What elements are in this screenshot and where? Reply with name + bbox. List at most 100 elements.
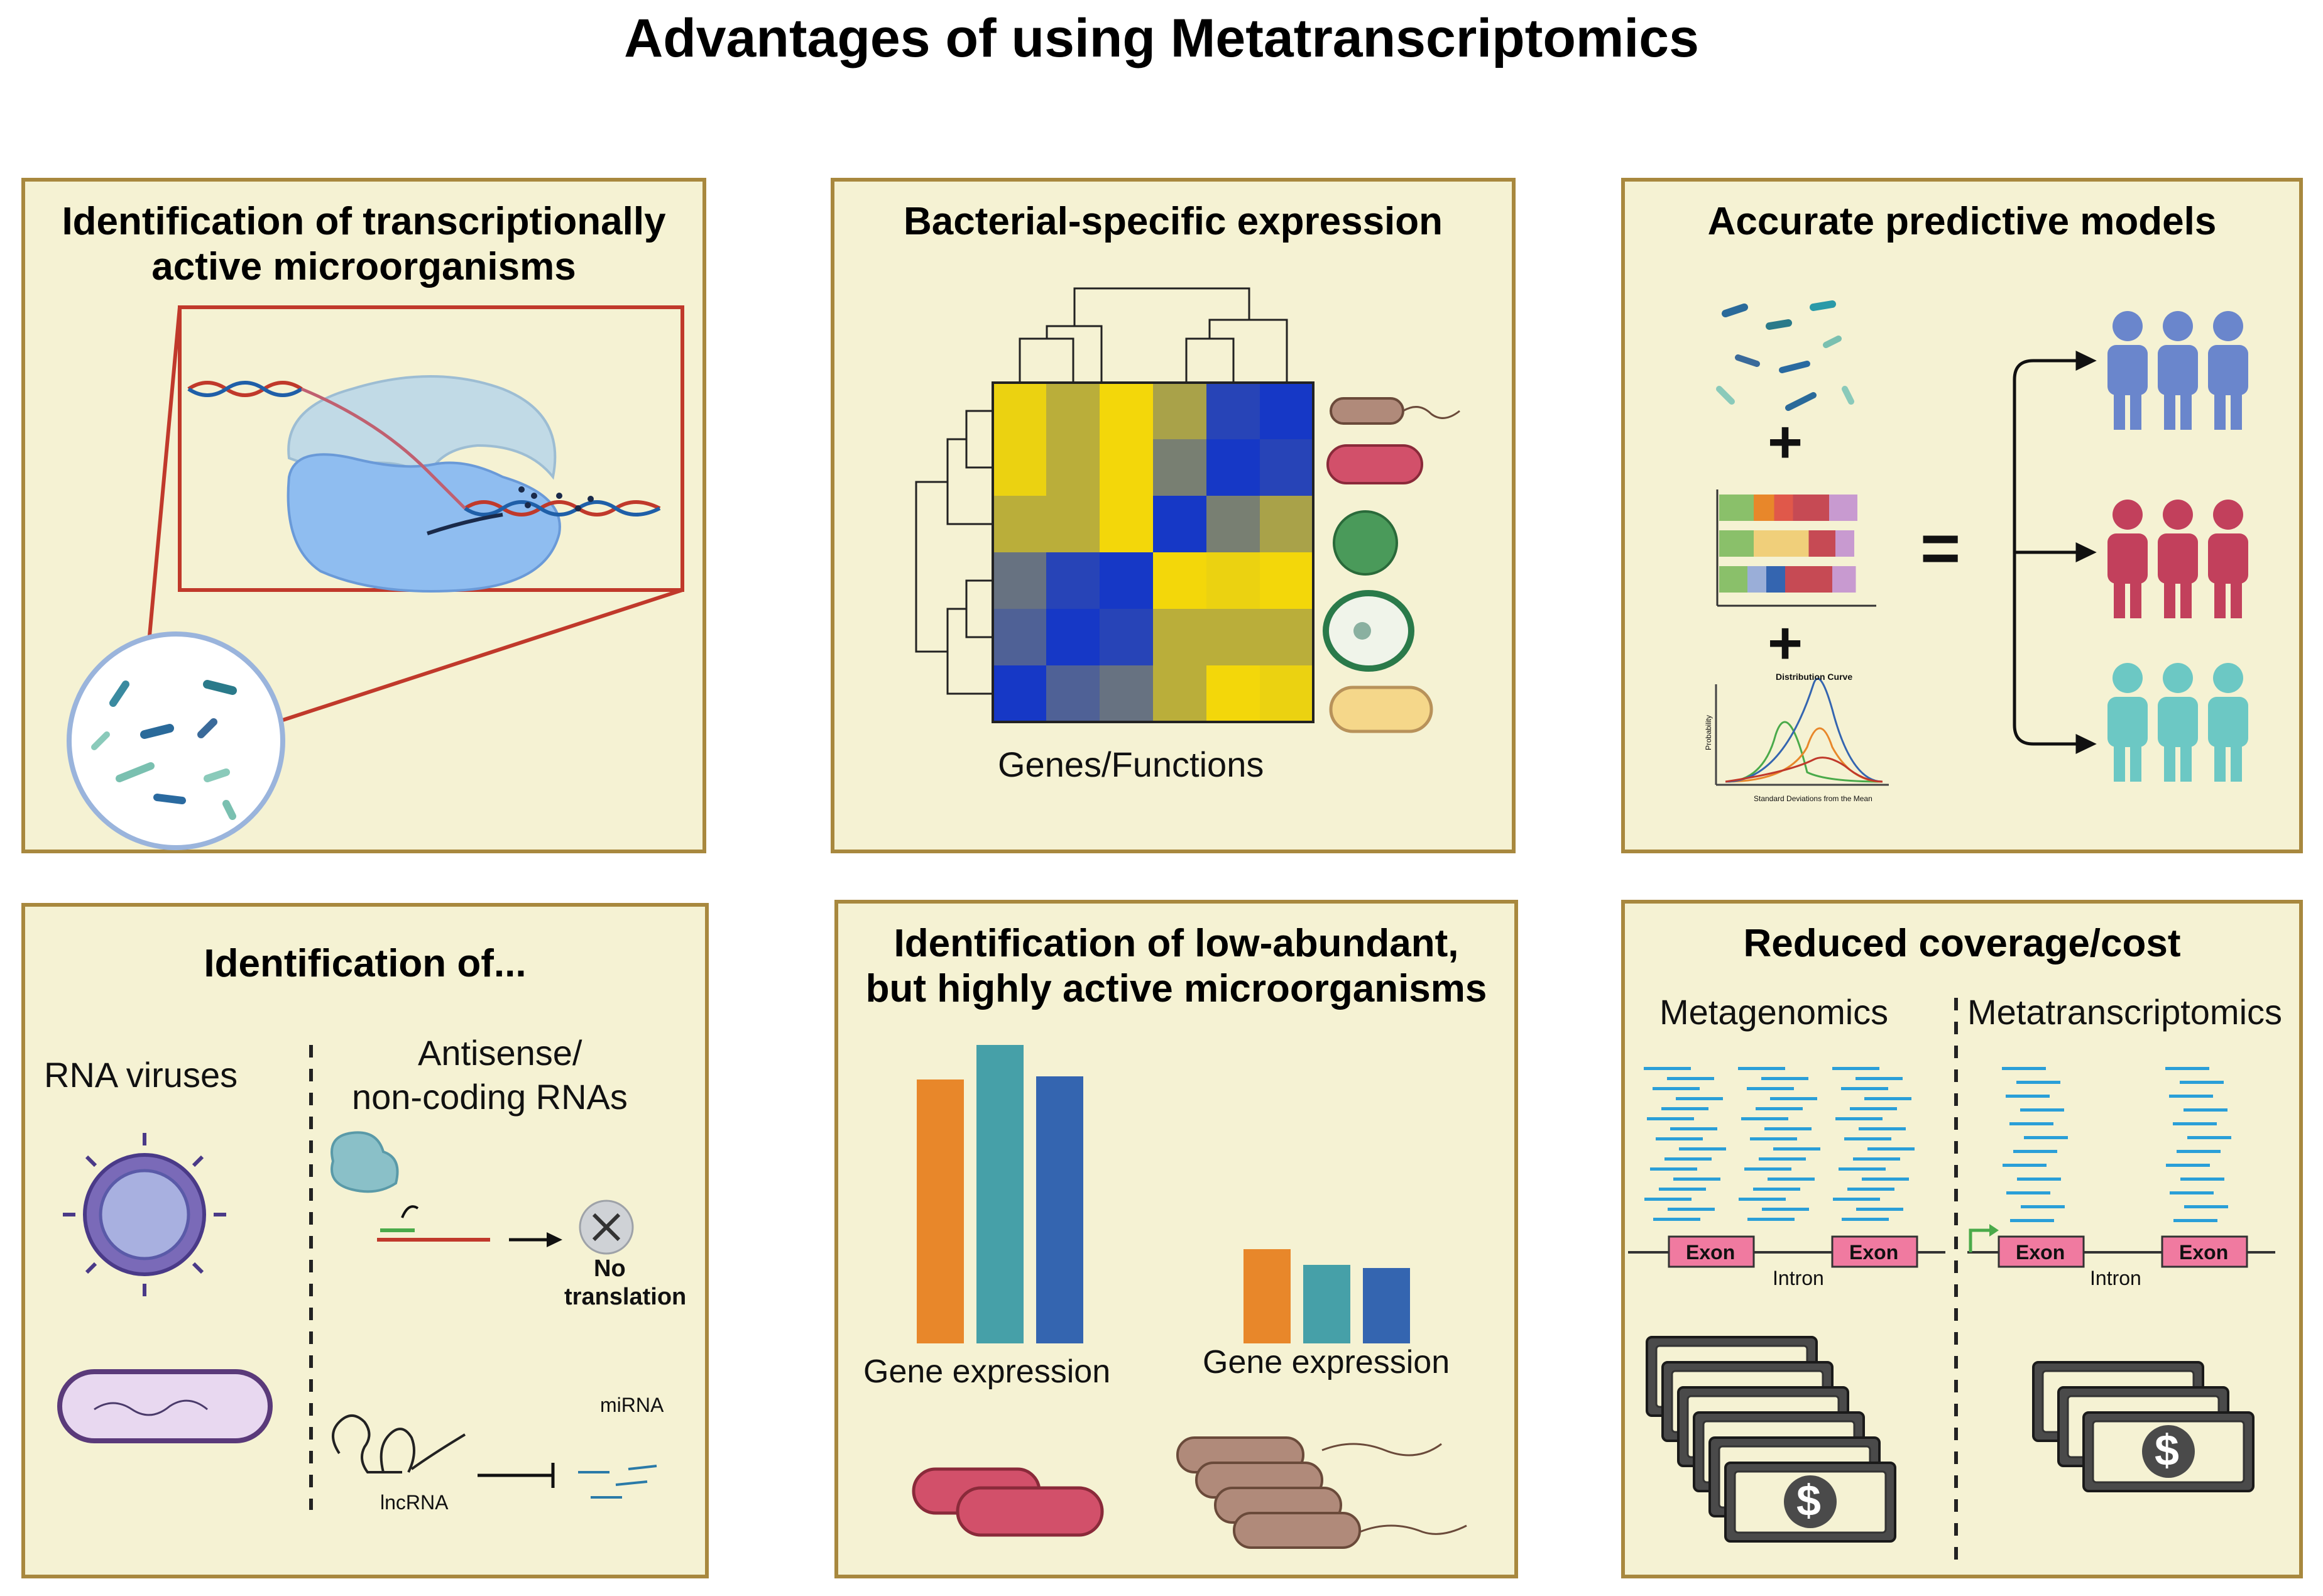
bacterium-brown [1330,397,1460,425]
sequencing-read [2010,1219,2054,1222]
microbes-small [91,680,237,820]
stacked-bar-segment [1747,566,1766,593]
sequencing-read [1750,1137,1797,1140]
heatmap-cell [1046,439,1100,496]
sequencing-read [2021,1205,2065,1208]
stacked-bar-segment [1793,495,1829,521]
dna-strand-red-right [464,500,661,517]
heatmap-cell [1046,609,1100,666]
sequencing-read [2184,1108,2227,1112]
sequencing-read [1844,1137,1891,1140]
inhibition-arrow [478,1463,555,1488]
sequencing-read [2006,1095,2050,1098]
rna-illustration [57,1045,657,1510]
curve-ylabel: Probability [1704,714,1714,751]
heatmap-cell [993,609,1047,666]
mrna-strand [301,387,466,510]
rna-viruses-label: RNA viruses [44,1055,238,1095]
dna-strand-blue [187,381,303,397]
sequencing-read [2165,1067,2209,1070]
sequencing-read [2024,1136,2068,1139]
no-translation-icon [579,1200,634,1255]
sequencing-read [1647,1117,1694,1120]
no-label: No [594,1255,626,1282]
bacterium-cell-green [1323,590,1414,672]
sequencing-read [1841,1087,1888,1090]
rod-bacterium-icon [57,1369,273,1443]
heatmap-cell [1153,665,1207,723]
sequencing-read [1738,1067,1785,1070]
exon-box-2 [1831,1235,1918,1268]
heatmap-cell [1153,496,1207,553]
metatranscriptomics-reads [2002,1067,2231,1222]
sequencing-read [2013,1150,2057,1153]
stacked-bar-chart [1719,495,1857,593]
metatranscriptomics-cost-bills [2032,1361,2255,1492]
heatmap-cell [1153,439,1207,496]
sequencing-read [2009,1122,2053,1125]
sequencing-read [2006,1191,2050,1194]
gene-expression-bars-high [917,1045,1083,1343]
sequencing-read [1773,1147,1820,1151]
sequencing-read [1762,1208,1809,1211]
heatmap-cell [1260,552,1314,609]
heatmap-cell [1260,439,1314,496]
sequencing-read [1859,1127,1906,1130]
panel-title: Reduced coverage/cost [1743,922,2181,965]
sequencing-read [2173,1122,2217,1125]
heatmap-cell [1260,665,1314,723]
ribosome-large-subunit [287,453,561,593]
bacteria-column [1323,397,1460,733]
intron-label-1: Intron [1773,1267,1824,1289]
money-bill-icon [2082,1411,2255,1492]
gene-expression-bar [1243,1249,1291,1343]
sequencing-read [1679,1147,1726,1151]
sequencing-read [1832,1067,1879,1070]
dollar-sign: $ [2155,1426,2179,1475]
exon-box-3 [1998,1235,2085,1268]
arrow-to-no-translation [509,1232,562,1247]
sequencing-read [1739,1198,1786,1201]
sequencing-read [2170,1191,2214,1194]
panel-title-line1: Identification of low-abundant, [894,922,1459,965]
bracket-arrows [2013,351,2097,754]
heatmap-cell [1260,383,1314,440]
heatmap-cell [1206,665,1260,723]
dna-strand-red [187,381,303,397]
gene-expression-bar [1363,1268,1410,1343]
stacked-bar-segment [1719,566,1747,593]
heatmap-cell [1153,383,1207,440]
stacked-bar-segment [1832,566,1856,593]
sequencing-read [1850,1107,1897,1110]
heatmap-cell [1100,496,1154,553]
antisense-label-line1: Antisense/ [418,1033,582,1073]
gene-expression-bar [917,1079,964,1343]
sequencing-read [1644,1067,1691,1070]
panel-title: Accurate predictive models [1707,200,2217,243]
bacteria-pair-red [912,1467,1104,1537]
sequencing-read [2017,1178,2061,1181]
heatmap-cell [993,665,1047,723]
sequencing-read [1644,1198,1692,1201]
heatmap-cell [993,496,1047,553]
stacked-bar-segment [1829,495,1857,521]
exon-label-1: Exon [1686,1241,1735,1264]
sequencing-read [1656,1137,1703,1140]
panel-identification-of: Identification of... RNA viruses Antisen… [21,903,709,1578]
heatmap-cell [1153,552,1207,609]
heatmap-cell [993,552,1047,609]
panel-title: Identification of... [204,942,527,985]
sequencing-read [2187,1136,2231,1139]
heatmap-cell [1046,665,1100,723]
sequencing-read [1842,1218,1889,1221]
peptide-chain [427,513,503,535]
sequencing-read [2016,1081,2060,1084]
sequencing-read [1768,1178,1815,1181]
sequencing-read [1856,1208,1903,1211]
exon-label-3: Exon [2016,1241,2065,1264]
lncrna-label: lncRNA [380,1491,449,1514]
dendrogram-left [915,410,993,695]
curve-title: Distribution Curve [1776,672,1853,682]
heatmap-xlabel: Genes/Functions [998,745,1264,784]
sequencing-read [2002,1067,2046,1070]
